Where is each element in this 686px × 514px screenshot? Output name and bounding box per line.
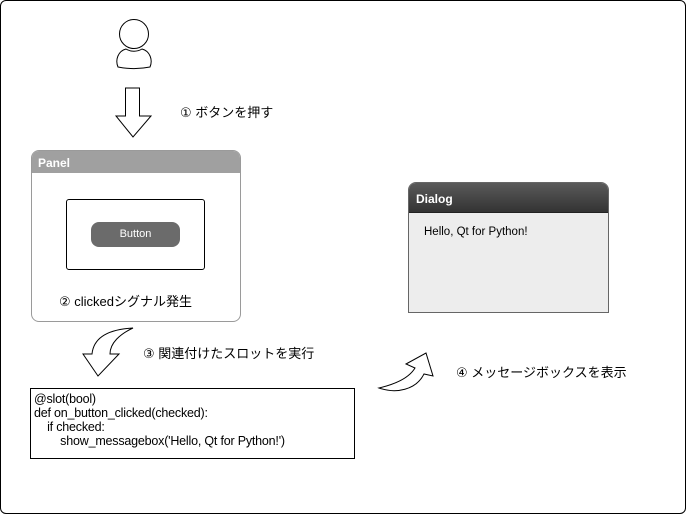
step4-label: ④ メッセージボックスを表示	[456, 365, 627, 380]
panel-button[interactable]: Button	[91, 222, 180, 247]
code-line: show_messagebox('Hello, Qt for Python!')	[34, 434, 285, 448]
curved-arrow-down-icon	[82, 327, 134, 377]
user-icon	[116, 19, 152, 69]
step2-label: ② clickedシグナル発生	[59, 294, 193, 309]
step1-label: ① ボタンを押す	[180, 105, 274, 120]
code-block: @slot(bool)def on_button_clicked(checked…	[30, 388, 355, 459]
curved-arrow-up-icon	[377, 352, 434, 392]
panel: Panel Button ② clickedシグナル発生	[31, 150, 241, 322]
dialog-message: Hello, Qt for Python!	[424, 226, 528, 238]
code-line: @slot(bool)	[34, 392, 96, 406]
code-line: if checked:	[34, 420, 105, 434]
dialog-window: Dialog Hello, Qt for Python!	[408, 182, 609, 313]
panel-title: Panel	[32, 151, 240, 173]
arrow-down-icon	[114, 87, 153, 138]
code-line: def on_button_clicked(checked):	[34, 406, 208, 420]
dialog-title: Dialog	[409, 183, 608, 213]
step3-label: ③ 関連付けたスロットを実行	[143, 346, 315, 361]
button-container: Button	[66, 199, 205, 270]
